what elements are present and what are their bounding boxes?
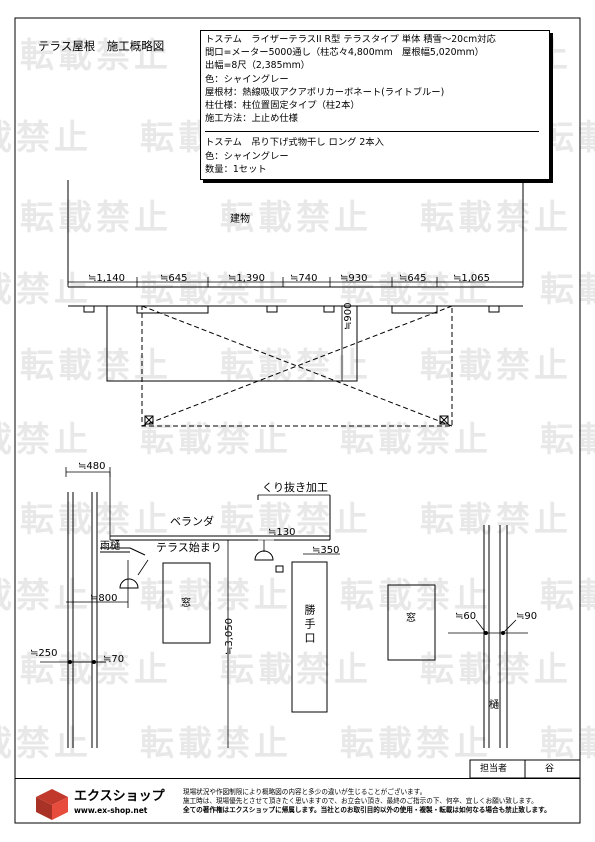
plan-dim-4: ≒740 — [290, 273, 318, 284]
spec-line: 数量：1セット — [205, 163, 267, 175]
spec-divider — [205, 131, 539, 133]
spec-box: トステム ライザーテラスII R型 テラスタイプ 単体 積雪～20cm対応 間口… — [200, 30, 550, 180]
brand-logo: エクスショップ www.ex-shop.net — [34, 785, 174, 821]
note-line: 施工時は、現場優先とさせて頂きたく思いますので、お立会い頂き、最終のご指示の下、… — [183, 797, 538, 805]
tantou-label: 担当者 — [480, 764, 508, 774]
footer-notes: 現場状況や作図制限により概略図の内容と多少の違いが生じることがございます。 施工… — [183, 788, 551, 815]
spec-line: 間口=メーター5000通し（柱芯々4,800mm 屋根幅5,020mm） — [205, 47, 484, 59]
dim-130: ≒130 — [268, 527, 296, 538]
dim-90: ≒90 — [516, 611, 538, 622]
building-label: 建物 — [230, 214, 250, 225]
note-line: 全ての著作権はエクスショップに帰属します。当社とのお取引目的以外の使用・複製・転… — [183, 806, 551, 814]
dim-480: ≒480 — [78, 461, 106, 472]
plan-dim-5: ≒930 — [340, 273, 368, 284]
dim-70: ≒70 — [103, 654, 125, 665]
post-right — [439, 415, 449, 425]
dimension-ticks — [67, 277, 524, 287]
plan-dim-2: ≒645 — [160, 273, 188, 284]
back-door-label: 勝手口 — [303, 604, 316, 646]
spec-line: 出幅=8尺（2,385mm） — [205, 60, 310, 72]
spec-line: 色：シャイングレー — [205, 73, 289, 85]
dim-60: ≒60 — [455, 611, 477, 622]
brand-name: エクスショップ — [74, 789, 165, 804]
plan-dim-1: ≒1,140 — [88, 273, 126, 284]
spec-line: 柱仕様：柱位置固定タイプ（柱2本） — [205, 100, 360, 112]
lamp-mark — [254, 550, 274, 561]
projection-a — [136, 305, 209, 314]
spec-line: 施工方法：上止め仕様 — [205, 113, 298, 125]
gutter-leader — [129, 547, 146, 556]
veranda-outline — [106, 306, 358, 382]
terrace-start-label: テラス始まり — [156, 541, 222, 554]
spec-line: 屋根材：熱線吸収アクアポリカーボネート(ライトブルー) — [205, 86, 445, 98]
window-right — [387, 584, 436, 661]
post-left — [144, 415, 154, 425]
toi-label: 樋 — [489, 700, 499, 711]
terrace-start-mark — [119, 578, 139, 589]
left-wall-lines — [67, 492, 98, 748]
amadoi-label: 雨樋 — [100, 541, 120, 552]
spec-line: トステム ライザーテラスII R型 テラスタイプ 単体 積雪～20cm対応 — [205, 34, 496, 45]
spec-line: トステム 吊り下げ式物干し ロング 2本入 — [205, 137, 384, 149]
window-right-label: 窓 — [406, 613, 416, 624]
dim-250: ≒250 — [30, 648, 58, 659]
box-logo-icon — [36, 789, 68, 820]
drawing-title: テラス屋根 施工概略図 — [38, 39, 165, 53]
dim-350: ≒350 — [312, 545, 340, 556]
window-left-label: 窓 — [181, 598, 191, 609]
veranda-label: ベランダ — [170, 515, 214, 528]
kurinuki-label: くり抜き加工 — [262, 481, 328, 494]
small-box — [275, 565, 284, 573]
terrace-roof-outline — [141, 305, 453, 427]
window-left — [162, 562, 211, 644]
dim-800: ≒800 — [90, 593, 118, 604]
spec-line: 色：シャイングレー — [205, 150, 289, 162]
right-pipe-lines — [483, 525, 508, 748]
footer — [15, 778, 580, 823]
plan-dim-6: ≒645 — [399, 273, 427, 284]
tantou-name: 谷 — [545, 764, 555, 774]
plan-dim-7: ≒1,065 — [453, 273, 491, 284]
brand-url[interactable]: www.ex-shop.net — [74, 806, 148, 815]
back-door — [291, 561, 328, 713]
plan-dim-3: ≒1,390 — [228, 273, 266, 284]
note-line: 現場状況や作図制限により概略図の内容と多少の違いが生じることがございます。 — [183, 788, 427, 796]
